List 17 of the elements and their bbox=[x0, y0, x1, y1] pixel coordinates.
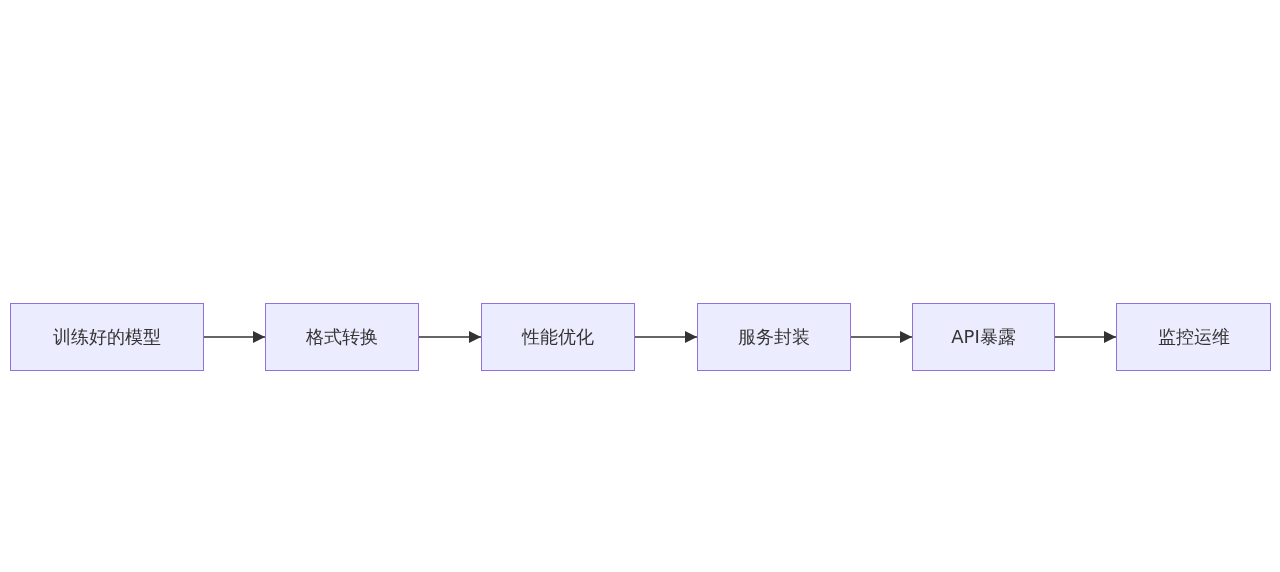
box-label: 格式转换 bbox=[306, 325, 378, 349]
box-label: 服务封装 bbox=[738, 325, 810, 349]
process-box bbox=[697, 303, 851, 371]
process-box bbox=[265, 303, 419, 371]
process-box bbox=[10, 303, 204, 371]
process-box bbox=[481, 303, 635, 371]
arrow bbox=[850, 331, 913, 343]
box-label: API暴露 bbox=[951, 325, 1016, 349]
arrow bbox=[634, 331, 698, 343]
process-box bbox=[912, 303, 1055, 371]
arrow bbox=[418, 331, 482, 343]
box-label: 训练好的模型 bbox=[53, 325, 161, 349]
box-label: 性能优化 bbox=[522, 325, 594, 349]
box-label: 监控运维 bbox=[1157, 325, 1230, 349]
arrow bbox=[203, 331, 266, 343]
process-box bbox=[1116, 303, 1271, 371]
arrow bbox=[1054, 331, 1117, 343]
